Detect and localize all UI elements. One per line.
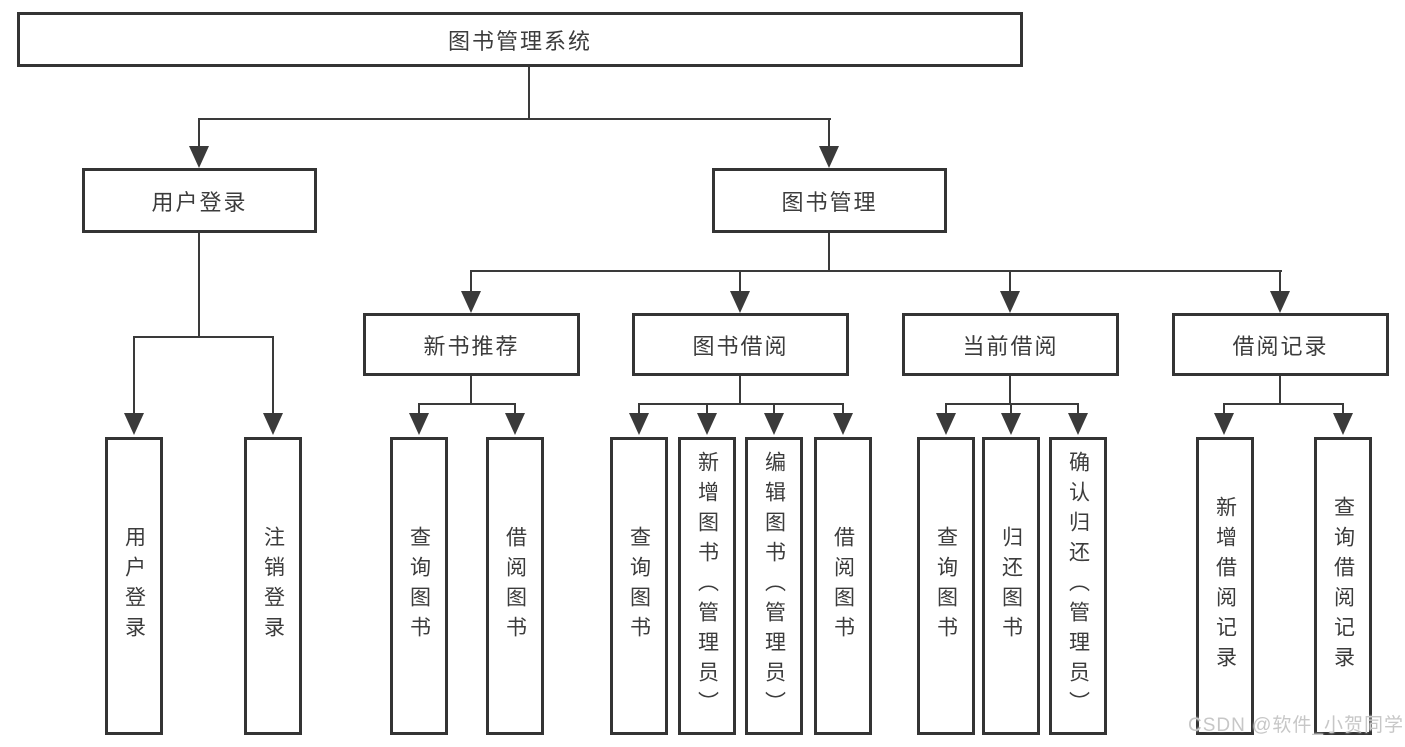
leaf-recommend-query-books-label: 查询图书 xyxy=(407,526,431,646)
leaf-logout-label: 注销登录 xyxy=(261,526,285,646)
arrowhead-down-icon xyxy=(936,413,956,435)
connector-line xyxy=(1009,270,1011,295)
arrowhead-down-icon xyxy=(124,413,144,435)
connector-line xyxy=(945,403,947,417)
leaf-borrowing-edit-books: 编辑图书（管理员） xyxy=(745,437,803,735)
connector-line xyxy=(198,233,200,337)
leaf-recommend-query-books: 查询图书 xyxy=(390,437,448,735)
connector-line xyxy=(198,118,831,120)
connector-line xyxy=(828,118,830,150)
node-current-borrowing-label: 当前借阅 xyxy=(962,333,1059,359)
leaf-borrowing-borrow-books-label: 借阅图书 xyxy=(831,526,855,646)
node-new-book-recommend: 新书推荐 xyxy=(363,313,580,376)
leaf-records-query-record: 查询借阅记录 xyxy=(1314,437,1372,735)
connector-line xyxy=(773,403,775,417)
connector-line xyxy=(133,336,274,338)
arrowhead-down-icon xyxy=(409,413,429,435)
connector-line xyxy=(739,376,741,404)
node-user-login: 用户登录 xyxy=(82,168,317,233)
connector-line xyxy=(842,403,844,417)
leaf-logout: 注销登录 xyxy=(244,437,302,735)
leaf-current-return-books: 归还图书 xyxy=(982,437,1040,735)
connector-line xyxy=(470,376,472,404)
leaf-current-return-books-label: 归还图书 xyxy=(999,526,1023,646)
arrowhead-down-icon xyxy=(1333,413,1353,435)
watermark: CSDN @软件_小贺同学 xyxy=(1188,715,1404,736)
connector-line xyxy=(198,118,200,150)
arrowhead-down-icon xyxy=(461,291,481,313)
node-current-borrowing: 当前借阅 xyxy=(902,313,1119,376)
leaf-recommend-borrow-books-label: 借阅图书 xyxy=(503,526,527,646)
leaf-current-query-books-label: 查询图书 xyxy=(934,526,958,646)
leaf-records-query-record-label: 查询借阅记录 xyxy=(1331,496,1355,676)
arrowhead-down-icon xyxy=(189,146,209,168)
connector-line xyxy=(272,336,274,414)
leaf-records-add-record-label: 新增借阅记录 xyxy=(1213,496,1237,676)
connector-line xyxy=(528,67,530,119)
connector-line xyxy=(1279,376,1281,404)
connector-line xyxy=(828,233,830,271)
arrowhead-down-icon xyxy=(1214,413,1234,435)
connector-line xyxy=(514,403,516,417)
connector-line xyxy=(1009,376,1011,404)
arrowhead-down-icon xyxy=(1001,413,1021,435)
connector-line xyxy=(945,403,1079,405)
connector-line xyxy=(1223,403,1225,417)
leaf-user-login-label: 用户登录 xyxy=(122,526,146,646)
leaf-current-confirm-return: 确认归还（管理员） xyxy=(1049,437,1107,735)
arrowhead-down-icon xyxy=(819,146,839,168)
leaf-borrowing-add-books: 新增图书（管理员） xyxy=(678,437,736,735)
arrowhead-down-icon xyxy=(697,413,717,435)
node-book-borrowing-label: 图书借阅 xyxy=(692,333,789,359)
leaf-records-add-record: 新增借阅记录 xyxy=(1196,437,1254,735)
leaf-borrowing-add-books-label: 新增图书（管理员） xyxy=(695,451,719,721)
connector-line xyxy=(638,403,844,405)
leaf-borrowing-query-books: 查询图书 xyxy=(610,437,668,735)
arrowhead-down-icon xyxy=(764,413,784,435)
connector-line xyxy=(739,270,741,295)
arrowhead-down-icon xyxy=(1000,291,1020,313)
arrowhead-down-icon xyxy=(1068,413,1088,435)
arrowhead-down-icon xyxy=(833,413,853,435)
connector-line xyxy=(470,270,1282,272)
node-user-login-label: 用户登录 xyxy=(151,189,248,215)
leaf-borrowing-borrow-books: 借阅图书 xyxy=(814,437,872,735)
leaf-borrowing-edit-books-label: 编辑图书（管理员） xyxy=(762,451,786,721)
connector-line xyxy=(638,403,640,417)
arrowhead-down-icon xyxy=(629,413,649,435)
connector-line xyxy=(706,403,708,417)
node-borrowing-records: 借阅记录 xyxy=(1172,313,1389,376)
connector-line xyxy=(1077,403,1079,417)
arrowhead-down-icon xyxy=(1270,291,1290,313)
leaf-current-query-books: 查询图书 xyxy=(917,437,975,735)
leaf-recommend-borrow-books: 借阅图书 xyxy=(486,437,544,735)
connector-line xyxy=(418,403,516,405)
arrowhead-down-icon xyxy=(263,413,283,435)
node-book-management-label: 图书管理 xyxy=(781,189,878,215)
leaf-current-confirm-return-label: 确认归还（管理员） xyxy=(1066,451,1090,721)
node-root-label: 图书管理系统 xyxy=(447,28,592,54)
leaf-borrowing-query-books-label: 查询图书 xyxy=(627,526,651,646)
arrowhead-down-icon xyxy=(505,413,525,435)
connector-line xyxy=(1223,403,1344,405)
leaf-user-login: 用户登录 xyxy=(105,437,163,735)
connector-line xyxy=(1342,403,1344,417)
node-borrowing-records-label: 借阅记录 xyxy=(1232,333,1329,359)
connector-line xyxy=(133,336,135,414)
node-new-book-recommend-label: 新书推荐 xyxy=(423,333,520,359)
node-book-management: 图书管理 xyxy=(712,168,947,233)
connector-line xyxy=(1279,270,1281,295)
connector-line xyxy=(470,270,472,295)
node-root: 图书管理系统 xyxy=(17,12,1023,67)
connector-line xyxy=(418,403,420,417)
connector-line xyxy=(1010,403,1012,417)
node-book-borrowing: 图书借阅 xyxy=(632,313,849,376)
arrowhead-down-icon xyxy=(730,291,750,313)
